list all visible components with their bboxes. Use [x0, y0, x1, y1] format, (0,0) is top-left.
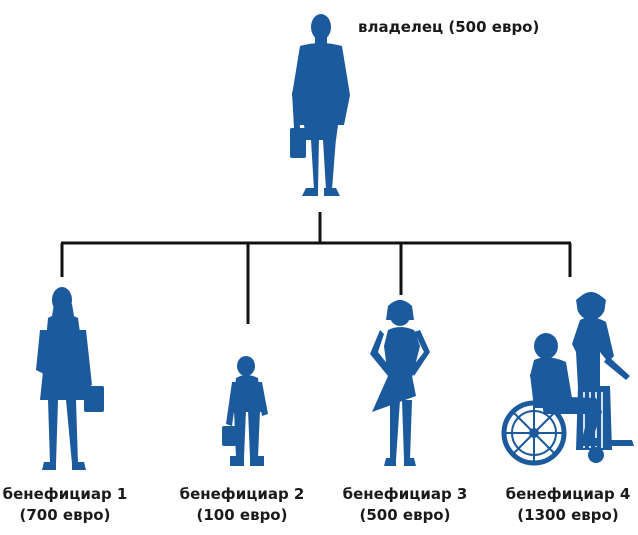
tree-connectors	[60, 212, 572, 324]
beneficiary-3-figure-icon	[370, 300, 430, 466]
beneficiary-1-figure-icon	[36, 287, 104, 470]
beneficiary-3-label: бенефициар 3 (500 евро)	[325, 484, 485, 526]
beneficiary-3-name: бенефициар 3	[342, 485, 468, 503]
beneficiary-2-figure-icon	[222, 356, 268, 466]
beneficiary-4-label: бенефициар 4 (1300 евро)	[488, 484, 638, 526]
beneficiary-3-amount: (500 евро)	[359, 506, 451, 524]
beneficiary-4-name: бенефициар 4	[505, 485, 631, 503]
beneficiary-4-figure-icon	[501, 292, 634, 466]
beneficiary-4-amount: (1300 евро)	[517, 506, 619, 524]
beneficiary-2-name: бенефициар 2	[179, 485, 305, 503]
beneficiary-2-label: бенефициар 2 (100 евро)	[162, 484, 322, 526]
owner-label: владелец (500 евро)	[358, 18, 540, 36]
owner-figure-icon	[290, 14, 350, 196]
beneficiary-2-amount: (100 евро)	[196, 506, 288, 524]
beneficiary-1-name: бенефициар 1	[2, 485, 128, 503]
beneficiary-1-label: бенефициар 1 (700 евро)	[0, 484, 145, 526]
beneficiary-1-amount: (700 евро)	[19, 506, 111, 524]
